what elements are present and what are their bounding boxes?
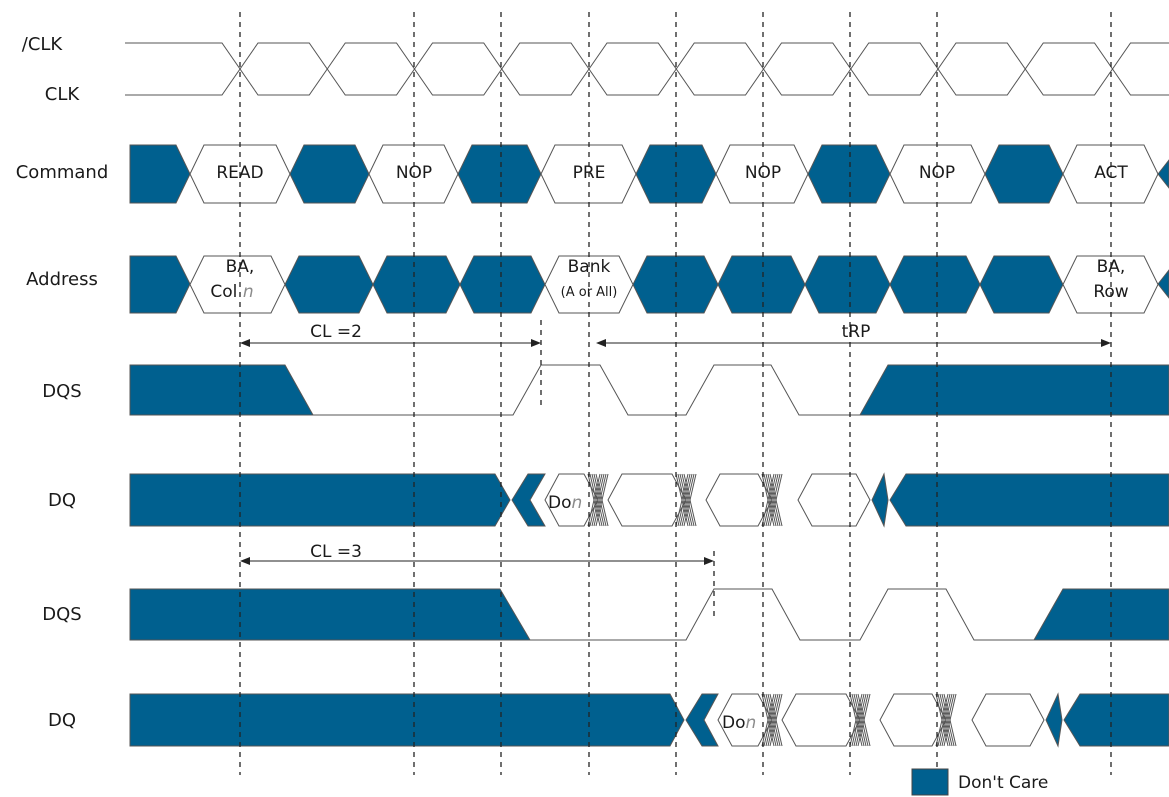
dq-cl2-transition: [763, 473, 777, 527]
legend-dont-care-swatch: [911, 768, 949, 796]
command-dont-care-segment: [984, 144, 1064, 204]
dq-cl3-dont-care: [1063, 693, 1169, 747]
address-dont-care-segment: [284, 255, 374, 314]
dqs-cl2-dont-care: [859, 364, 1169, 416]
dq-cl2-dont-care: [129, 473, 511, 527]
dqs-cl2-dont-care: [129, 364, 314, 416]
dq-cl2-transition: [765, 473, 779, 527]
cl2-arrow-head: [240, 339, 250, 347]
dq-cl3-dont-care: [685, 693, 719, 747]
dq-cl3-transition: [765, 693, 779, 747]
dq-cl3-transition: [939, 693, 953, 747]
dq-cl3-data-eye: [781, 693, 861, 747]
dq-cl3-transition: [941, 693, 955, 747]
cl3-arrow-head: [704, 557, 714, 565]
signal-label-command: Command: [16, 162, 109, 183]
signal-label-dqs-cl3: DQS: [42, 604, 81, 625]
address-dont-care-segment: [804, 255, 891, 314]
dq-cl3-data-eye: [879, 693, 947, 747]
annotation-cl2: CL =2: [310, 322, 362, 342]
address-dont-care-segment: [889, 255, 981, 314]
dq-cl3-transition: [767, 693, 781, 747]
signal-label-clk: CLK: [45, 84, 81, 105]
command-dont-care-segment: [807, 144, 891, 204]
annotation-trp: tRP: [842, 322, 871, 342]
dq-cl3-dont-care: [1045, 692, 1063, 748]
address-dont-care-segment: [372, 255, 461, 314]
dq-cl3-transition: [851, 693, 865, 747]
data-out-cl2: Don: [548, 493, 582, 513]
dq-cl2-transition: [679, 473, 693, 527]
dq-cl3-transition: [853, 693, 867, 747]
dq-cl3-transition: [857, 693, 871, 747]
command-dont-care-segment: [129, 144, 191, 204]
address-read-line2: Col n: [210, 282, 253, 302]
dq-cl3-transition: [763, 693, 777, 747]
dq-cl2-transition: [593, 473, 607, 527]
dq-cl2-transition: [589, 473, 603, 527]
clock-edge-guides: [239, 12, 1112, 775]
dq-cl3-dont-care: [129, 693, 685, 747]
data-out-cl3: Don: [722, 713, 756, 733]
clk-waveform: [125, 42, 1169, 96]
timing-arrows: [240, 320, 1111, 616]
signal-label-dq-cl3: DQ: [48, 710, 76, 731]
dqs-cl2-waveform: [129, 364, 1169, 416]
dq-cl2-transition: [681, 473, 695, 527]
signal-label-dq-cl2: DQ: [48, 490, 76, 511]
dq-cl2-transition: [767, 473, 781, 527]
dq-cl2-transition: [683, 473, 697, 527]
signal-label-nclk: /CLK: [22, 34, 64, 55]
dqs-cl3-toggle: [530, 588, 1034, 641]
signal-label-dqs-cl2: DQS: [42, 381, 81, 402]
address-bus: [129, 255, 1169, 314]
dq-cl2-transition: [769, 473, 783, 527]
dq-cl2-transition: [591, 473, 605, 527]
legend-dont-care-label: Don't Care: [958, 773, 1048, 793]
dq-cl2-transition: [677, 473, 691, 527]
signal-label-address: Address: [26, 269, 98, 290]
dq-cl3-bus: [129, 692, 1169, 748]
trp-arrow-head: [1101, 339, 1111, 347]
command-dont-care-segment: [289, 144, 370, 204]
cl3-arrow-head: [240, 557, 250, 565]
command-dont-care-segment: [1157, 159, 1169, 189]
dqs-cl3-dont-care: [129, 588, 531, 641]
dq-cl2-dont-care: [511, 473, 546, 527]
dq-cl2-data-eye: [607, 473, 687, 527]
dq-cl2-bus: [129, 472, 1169, 528]
address-dont-care-segment: [717, 255, 806, 314]
dq-cl3-data-eye: [971, 693, 1045, 747]
dqs-cl2-toggle: [313, 364, 860, 416]
dq-cl2-transition: [595, 473, 609, 527]
command-dont-care-segment: [457, 144, 542, 204]
dq-cl3-transition: [943, 693, 957, 747]
address-dont-care-segment: [129, 255, 191, 314]
dqs-cl3-waveform: [129, 588, 1169, 641]
cl2-arrow-head: [531, 339, 541, 347]
annotation-cl3: CL =3: [310, 542, 362, 562]
dq-cl3-transition: [855, 693, 869, 747]
trp-arrow-head: [596, 339, 606, 347]
dq-cl3-transition: [769, 693, 783, 747]
address-dont-care-segment: [459, 255, 546, 314]
dq-cl2-dont-care: [871, 472, 889, 528]
dq-cl3-transition: [937, 693, 951, 747]
dqs-cl3-dont-care: [1033, 588, 1169, 641]
command-bus: [129, 144, 1169, 204]
dq-cl2-dont-care: [889, 473, 1169, 527]
dq-cl2-data-eye: [797, 473, 871, 527]
address-dont-care-segment: [1157, 269, 1169, 299]
dq-cl2-data-eye: [705, 473, 773, 527]
address-dont-care-segment: [979, 255, 1064, 314]
